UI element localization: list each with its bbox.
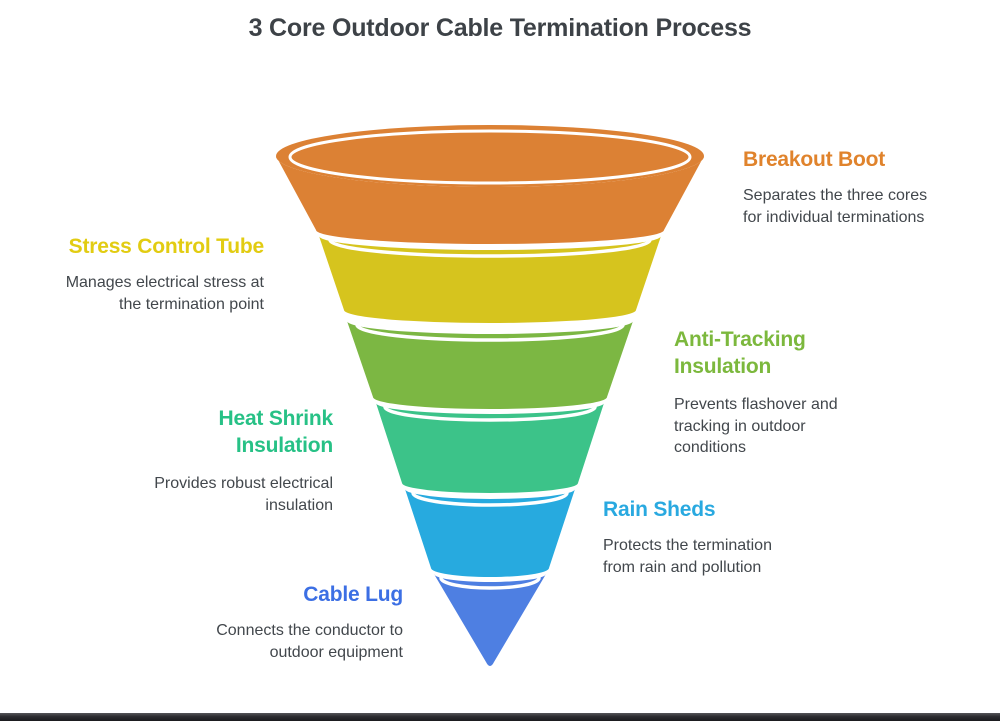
stage-label-stress-control-tube: Stress Control Tube <box>68 235 265 258</box>
window-bottom-edge <box>0 713 1000 721</box>
stage-label-breakout-boot: Breakout Boot <box>743 148 886 171</box>
funnel-rim-highlight <box>411 491 569 507</box>
stage-block-breakout-boot: Breakout Boot Separates the three cores … <box>743 146 973 228</box>
stage-description-stress-control-tube: Manages electrical stress at the termina… <box>65 274 264 313</box>
diagram-title: 3 Core Outdoor Cable Termination Process <box>248 14 752 42</box>
funnel-segment-anti-tracking-insulation <box>347 321 633 409</box>
funnel-segment-rain-sheds <box>405 489 575 577</box>
funnel-rim-highlight <box>439 576 541 590</box>
stage-block-anti-tracking-insulation: Anti-Tracking Insulation Prevents flasho… <box>674 326 849 459</box>
stage-label-cable-lug: Cable Lug <box>303 583 403 606</box>
stage-block-heat-shrink-insulation: Heat Shrink Insulation Provides robust e… <box>128 405 333 516</box>
funnel-segment-breakout-boot <box>276 125 704 244</box>
funnel-rim-highlight <box>383 405 597 422</box>
stage-block-rain-sheds: Rain Sheds Protects the termination from… <box>603 496 793 578</box>
funnel-rim-highlight <box>355 323 625 342</box>
stage-label-rain-sheds: Rain Sheds <box>603 498 716 521</box>
stage-description-cable-lug: Connects the conductor to outdoor equipm… <box>216 622 403 661</box>
funnel-segment-cable-lug <box>434 574 546 666</box>
stage-description-rain-sheds: Protects the termination from rain and p… <box>603 537 772 576</box>
stage-description-heat-shrink-insulation: Provides robust electrical insulation <box>154 475 333 514</box>
funnel-segment-heat-shrink-insulation <box>376 403 604 493</box>
stage-description-anti-tracking-insulation: Prevents flashover and tracking in outdo… <box>674 396 838 456</box>
funnel-rim-highlight <box>328 238 652 258</box>
stage-label-heat-shrink-insulation: Heat Shrink Insulation <box>218 407 334 457</box>
funnel-rim-highlight <box>288 129 692 185</box>
stage-block-stress-control-tube: Stress Control Tube Manages electrical s… <box>49 233 265 315</box>
stage-description-breakout-boot: Separates the three cores for individual… <box>743 187 928 226</box>
stage-label-anti-tracking-insulation: Anti-Tracking Insulation <box>674 328 806 378</box>
funnel-segment-stress-control-tube <box>319 236 661 323</box>
stage-block-cable-lug: Cable Lug Connects the conductor to outd… <box>198 581 403 663</box>
